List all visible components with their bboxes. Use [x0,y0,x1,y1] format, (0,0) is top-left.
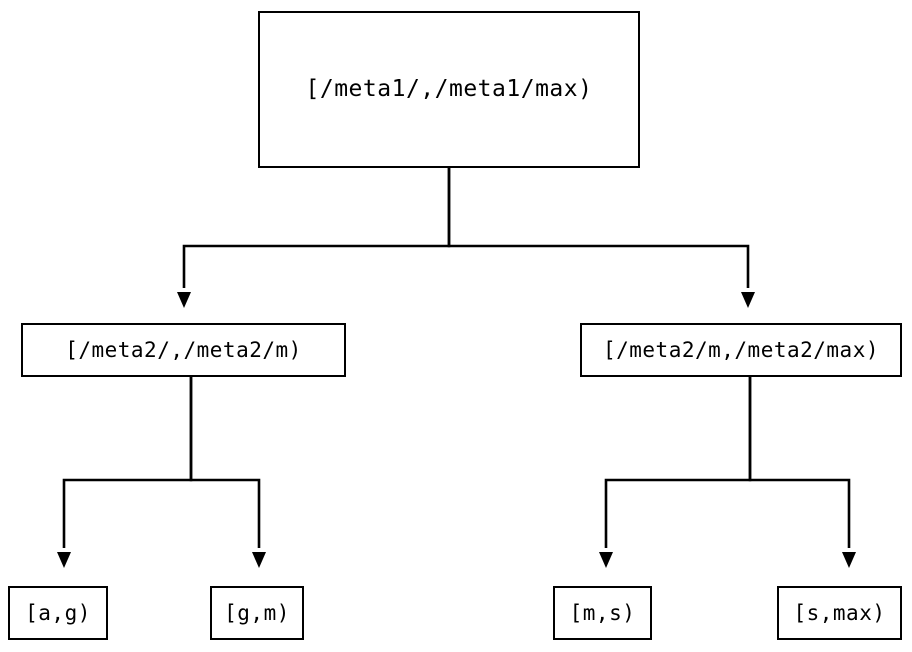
edge-root-to-mid-left [182,168,451,288]
arrowhead-mid-left-to-leaf-a-g [57,552,71,568]
edge-mid-left-to-leaf-a-g [62,377,193,548]
tree-node-root[interactable]: [/meta1/,/meta1/max) [258,11,640,168]
tree-node-leaf-m-s-label: [m,s) [569,600,636,625]
edge-mid-right-to-leaf-s-max [748,377,851,548]
arrowhead-mid-right-to-leaf-s-max [842,552,856,568]
tree-node-leaf-s-max-label: [s,max) [793,600,886,625]
arrowhead-root-to-mid-left [177,292,191,308]
edge-mid-right-to-leaf-m-s [604,377,752,548]
tree-node-mid-right[interactable]: [/meta2/m,/meta2/max) [580,323,902,377]
arrowhead-root-to-mid-right [741,292,755,308]
arrowhead-mid-left-to-leaf-g-m [252,552,266,568]
tree-node-leaf-a-g[interactable]: [a,g) [8,586,108,640]
tree-node-mid-left-label: [/meta2/,/meta2/m) [65,337,302,362]
tree-node-leaf-g-m-label: [g,m) [224,600,290,625]
tree-node-root-label: [/meta1/,/meta1/max) [305,76,593,102]
tree-node-leaf-m-s[interactable]: [m,s) [553,586,652,640]
tree-node-mid-left[interactable]: [/meta2/,/meta2/m) [21,323,346,377]
edge-root-to-mid-right [447,168,750,288]
edge-mid-left-to-leaf-g-m [189,377,261,548]
tree-node-leaf-a-g-label: [a,g) [25,600,91,625]
tree-node-leaf-g-m[interactable]: [g,m) [210,586,304,640]
tree-node-leaf-s-max[interactable]: [s,max) [777,586,902,640]
arrowhead-mid-right-to-leaf-m-s [599,552,613,568]
tree-node-mid-right-label: [/meta2/m,/meta2/max) [602,337,879,362]
